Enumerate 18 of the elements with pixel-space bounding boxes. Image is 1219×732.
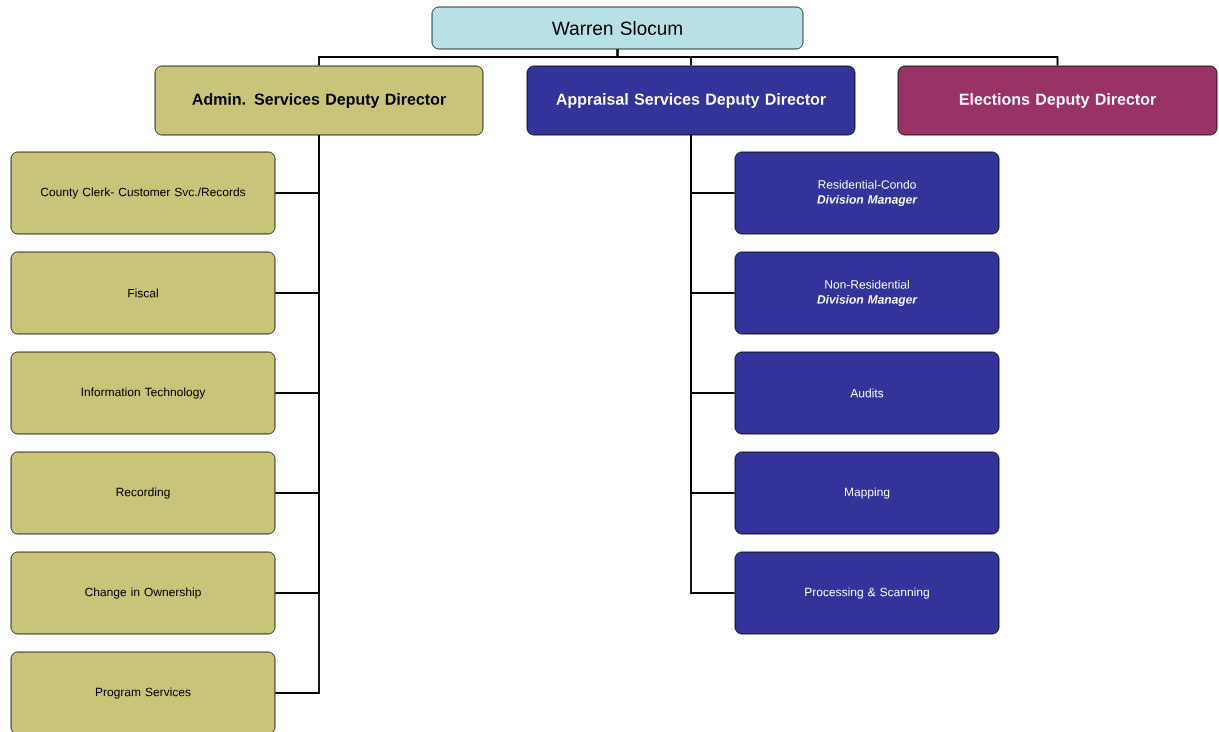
director-box: Admin. Services Deputy Director — [154, 65, 484, 136]
connector-line — [274, 134, 320, 694]
unit-box: Audits — [734, 351, 1000, 435]
unit-box: Fiscal — [10, 251, 276, 335]
unit-box: Program Services — [10, 651, 276, 732]
unit-box: County Clerk- Customer Svc./Records — [10, 151, 276, 235]
director-box: Elections Deputy Director — [897, 65, 1218, 136]
unit-box: Non-Residential Division Manager — [734, 251, 1000, 335]
title-box: Warren Slocum — [431, 6, 804, 50]
unit-box: Processing & Scanning — [734, 551, 1000, 635]
unit-box: Recording — [10, 451, 276, 535]
unit-box: Change in Ownership — [10, 551, 276, 635]
connector-line — [616, 48, 1059, 67]
connector-line — [690, 134, 736, 594]
unit-box: Mapping — [734, 451, 1000, 535]
unit-box: Residential-Condo Division Manager — [734, 151, 1000, 235]
director-box: Appraisal Services Deputy Director — [526, 65, 856, 136]
unit-box: Information Technology — [10, 351, 276, 435]
